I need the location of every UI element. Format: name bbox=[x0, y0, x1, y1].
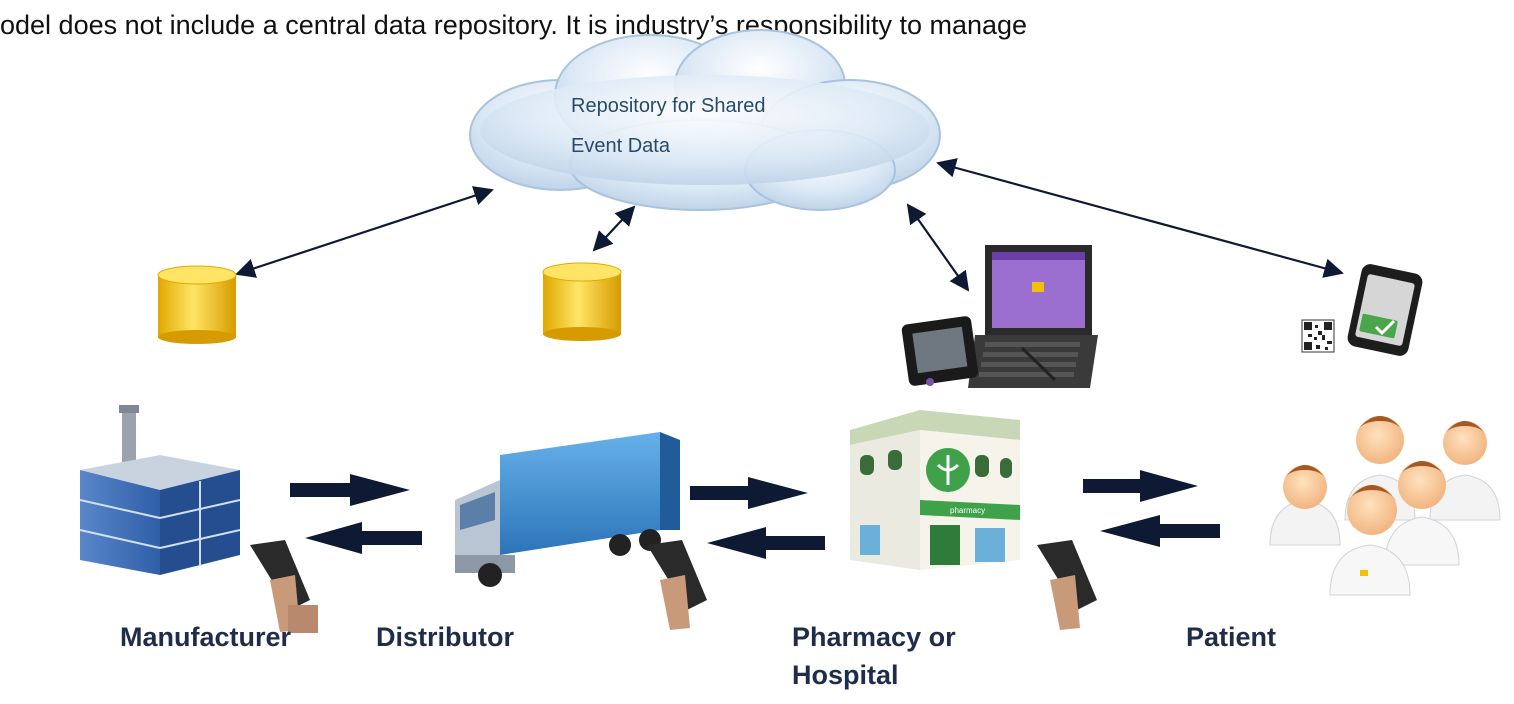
connector-pharmacy-laptop bbox=[906, 203, 970, 292]
database-icon bbox=[542, 262, 622, 341]
cloud-label: Repository for Shared Event Data bbox=[571, 86, 766, 166]
barcode-scanner-icon bbox=[1037, 540, 1097, 630]
cloud-label-line2: Event Data bbox=[571, 135, 670, 157]
arrow-forward bbox=[290, 474, 410, 506]
label-pharmacy: Pharmacy or Hospital bbox=[792, 618, 956, 694]
qr-code-icon bbox=[1301, 319, 1335, 353]
arrow-forward bbox=[690, 477, 808, 509]
factory-icon bbox=[79, 405, 241, 575]
pharmacy-sign-text: pharmacy bbox=[950, 506, 985, 515]
arrow-backward bbox=[305, 522, 422, 554]
barcode-scanner-icon bbox=[647, 540, 707, 630]
truck-icon bbox=[455, 432, 680, 587]
label-manufacturer: Manufacturer bbox=[120, 622, 292, 652]
label-distributor: Distributor bbox=[376, 622, 514, 652]
database-icon bbox=[157, 265, 237, 344]
cloud-label-line1: Repository for Shared bbox=[571, 95, 766, 117]
smartphone-icon bbox=[1347, 264, 1423, 356]
pharmacy-building-icon: pharmacy bbox=[850, 410, 1020, 570]
connector-manufacturer-db bbox=[235, 186, 494, 278]
arrow-backward bbox=[707, 527, 825, 559]
connector-distributor-db bbox=[592, 205, 636, 252]
header-text: odel does not include a central data rep… bbox=[0, 10, 1028, 40]
cloud-connectors bbox=[235, 158, 1344, 292]
label-pharmacy-line2: Hospital bbox=[792, 660, 899, 690]
label-patient: Patient bbox=[1186, 622, 1277, 652]
arrow-forward bbox=[1083, 470, 1198, 502]
flow-arrows bbox=[290, 470, 1220, 559]
barcode-scanner-icon bbox=[250, 540, 318, 633]
connector-patient-phone bbox=[936, 158, 1344, 278]
laptop-icon bbox=[968, 245, 1098, 388]
arrow-backward bbox=[1100, 515, 1220, 547]
label-pharmacy-line1: Pharmacy or bbox=[792, 622, 956, 652]
patients-group-icon bbox=[1269, 416, 1501, 596]
tablet-icon bbox=[901, 316, 979, 386]
cloud-repository bbox=[469, 29, 941, 211]
